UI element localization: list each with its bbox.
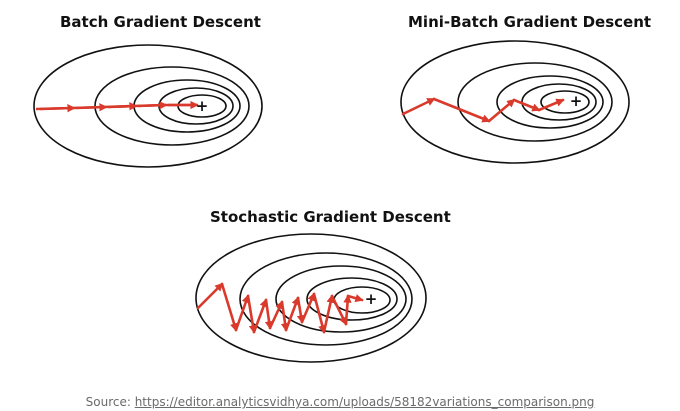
stochastic-step-arrows — [196, 282, 364, 334]
stochastic-step-arrow — [284, 296, 300, 332]
stochastic-contour-2 — [239, 252, 413, 346]
batch-step-arrow — [137, 101, 168, 110]
stochastic-step-arrow — [312, 292, 327, 334]
minibatch-contour-3 — [496, 75, 604, 129]
batch-minimum-marker: + — [196, 97, 209, 115]
stochastic-step-arrow — [234, 294, 250, 332]
stochastic-panel: + — [195, 233, 427, 363]
stochastic-step-arrow — [268, 300, 284, 330]
minibatch-contour-2 — [457, 62, 613, 142]
batch-contour-1 — [33, 44, 263, 168]
stochastic-step-arrow — [300, 292, 316, 324]
stochastic-step-arrow — [343, 294, 352, 326]
source-caption: Source: https://editor.analyticsvidhya.c… — [0, 395, 680, 409]
minibatch-step-arrows — [401, 97, 565, 123]
stochastic-step-arrow — [264, 298, 274, 330]
minibatch-step-arrow — [432, 97, 491, 123]
stochastic-step-arrow — [330, 294, 348, 326]
stochastic-contour-1 — [195, 233, 427, 363]
source-caption-prefix: Source: — [85, 395, 135, 409]
minibatch-step-arrow — [401, 97, 436, 116]
source-link[interactable]: https://editor.analyticsvidhya.com/uploa… — [134, 395, 595, 409]
stochastic-title: Stochastic Gradient Descent — [210, 208, 451, 226]
stochastic-contour-3 — [275, 265, 407, 333]
stochastic-contour-4 — [306, 277, 398, 321]
batch-step-arrows — [39, 100, 199, 113]
batch-title: Batch Gradient Descent — [60, 13, 261, 31]
stochastic-step-arrow — [346, 294, 364, 303]
batch-step-arrow — [107, 102, 138, 111]
stochastic-step-arrow — [252, 298, 268, 334]
minibatch-contour-5 — [540, 90, 590, 114]
minibatch-step-arrow — [487, 98, 516, 123]
stochastic-step-arrow — [220, 282, 239, 332]
stochastic-step-arrow — [280, 300, 290, 332]
minibatch-minimum-marker: + — [570, 92, 583, 110]
batch-step-arrow — [39, 104, 76, 113]
minibatch-step-arrow — [537, 98, 565, 112]
minibatch-contours — [400, 40, 630, 164]
stochastic-step-arrow — [296, 296, 306, 324]
batch-panel: + — [33, 44, 263, 168]
stochastic-minimum-marker: + — [365, 290, 378, 308]
stochastic-step-arrow — [246, 294, 258, 334]
minibatch-title: Mini-Batch Gradient Descent — [408, 13, 652, 31]
minibatch-contour-1 — [400, 40, 630, 164]
minibatch-step-arrow — [512, 98, 541, 112]
stochastic-step-arrow — [322, 294, 335, 334]
minibatch-panel: + — [400, 40, 630, 164]
stochastic-step-arrow — [196, 282, 224, 310]
batch-step-arrow — [75, 103, 108, 112]
